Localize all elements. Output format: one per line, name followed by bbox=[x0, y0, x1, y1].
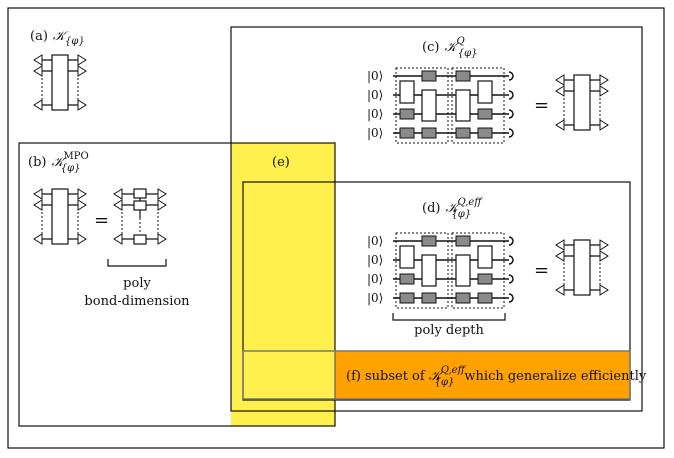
box-d bbox=[242, 181, 631, 401]
label-a: (a)𝒦{φ} bbox=[30, 29, 85, 47]
svg-text:|0⟩: |0⟩ bbox=[367, 88, 383, 102]
label-b: (b)𝒦MPO{φ} bbox=[28, 151, 89, 174]
svg-text:|0⟩: |0⟩ bbox=[367, 253, 383, 267]
poly-depth-bracket bbox=[392, 313, 506, 321]
operator-icon-b bbox=[33, 188, 87, 245]
box-c bbox=[230, 26, 643, 412]
poly-bond-label-line1: poly bbox=[123, 276, 151, 291]
box-b bbox=[18, 142, 336, 427]
box-f bbox=[242, 350, 631, 400]
equals-sign-d: = bbox=[534, 260, 549, 281]
poly-depth-label: poly depth bbox=[414, 323, 484, 338]
quantum-circuit-d: |0⟩ |0⟩ |0⟩ |0⟩ bbox=[367, 232, 514, 309]
equals-sign-c: = bbox=[534, 95, 549, 116]
mpo-chain bbox=[113, 188, 167, 245]
outer-frame bbox=[7, 7, 665, 449]
label-d: (d)𝒦Q,eff{φ} bbox=[422, 197, 483, 220]
svg-text:|0⟩: |0⟩ bbox=[367, 107, 383, 121]
bond-dimension-bracket bbox=[107, 259, 167, 267]
region-e bbox=[231, 143, 335, 426]
label-e: (e) bbox=[272, 155, 290, 170]
svg-text:|0⟩: |0⟩ bbox=[367, 234, 383, 248]
quantum-circuit-c: |0⟩ |0⟩ |0⟩ |0⟩ bbox=[367, 67, 514, 144]
svg-text:|0⟩: |0⟩ bbox=[367, 126, 383, 140]
equals-sign-b: = bbox=[94, 210, 109, 231]
region-f bbox=[335, 351, 630, 399]
poly-bond-label-line2: bond-dimension bbox=[84, 294, 190, 309]
svg-text:|0⟩: |0⟩ bbox=[367, 69, 383, 83]
operator-icon-a bbox=[33, 54, 87, 111]
label-c: (c)𝒦Q{φ} bbox=[422, 36, 477, 59]
svg-text:|0⟩: |0⟩ bbox=[367, 291, 383, 305]
operator-icon-d bbox=[555, 239, 609, 296]
svg-text:|0⟩: |0⟩ bbox=[367, 272, 383, 286]
operator-icon-c bbox=[555, 74, 609, 131]
